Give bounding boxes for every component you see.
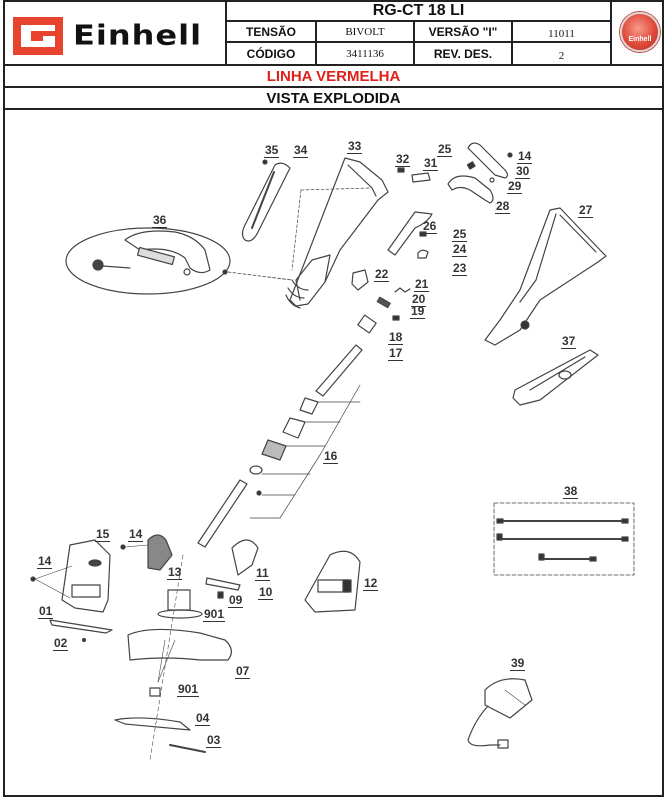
- part-04-blade: [114, 717, 191, 731]
- callout-33: 33: [347, 139, 363, 154]
- callout-25-b: 25: [452, 227, 468, 242]
- callout-15: 15: [95, 527, 111, 542]
- part-22-switch-cover: [351, 269, 369, 291]
- callout-28: 28: [495, 199, 511, 214]
- callout-09: 09: [228, 593, 244, 608]
- callout-11: 11: [255, 566, 270, 581]
- part-10-bracket: [205, 577, 241, 591]
- callout-34: 34: [293, 143, 309, 158]
- view-title: VISTA EXPLODIDA: [3, 86, 664, 110]
- callout-36: 36: [152, 213, 168, 228]
- callout-39: 39: [510, 656, 526, 671]
- codigo-label: CÓDIGO: [227, 43, 317, 64]
- part-02-screw: [81, 637, 87, 643]
- callout-26: 26: [422, 219, 438, 234]
- rev-label: REV. DES.: [415, 43, 513, 64]
- part-25-spring-a: [466, 161, 476, 170]
- rev-value: 2: [558, 50, 565, 62]
- callout-29: 29: [507, 179, 523, 194]
- einhell-logo-icon: [13, 17, 63, 55]
- part-20-connector: [376, 296, 391, 309]
- part-37-battery: [512, 349, 599, 406]
- callout-27: 27: [578, 203, 594, 218]
- part-39-charger: [467, 678, 533, 749]
- part-26-trigger-cover: [387, 211, 433, 256]
- codigo-value: 3411136: [317, 43, 415, 64]
- callout-04: 04: [195, 711, 211, 726]
- callout-14-a: 14: [517, 149, 533, 164]
- callout-35: 35: [264, 143, 280, 158]
- part-25-spring-b: [419, 231, 427, 237]
- callout-18: 18: [388, 330, 404, 345]
- callout-01: 01: [38, 604, 54, 619]
- part-14-screw-a: [507, 152, 513, 158]
- part-901-motor: [157, 589, 203, 619]
- part-34-cover: [241, 159, 291, 242]
- part-901-nut: [149, 687, 161, 697]
- callout-37: 37: [561, 334, 577, 349]
- versao-label: VERSÃO "I": [415, 22, 513, 43]
- callout-22: 22: [374, 267, 390, 282]
- badge-cell: Einhell: [610, 2, 662, 64]
- brand-name: Einhell: [73, 18, 203, 52]
- callout-19: 19: [410, 304, 426, 319]
- part-11-guard-clip: [231, 539, 259, 576]
- part-19-screw: [392, 315, 400, 321]
- callout-14-b: 14: [128, 527, 144, 542]
- callout-03: 03: [206, 733, 222, 748]
- callout-20: 20: [411, 292, 427, 307]
- callout-32: 32: [395, 152, 411, 167]
- part-23-24-switch: [417, 249, 429, 259]
- tensao-value: BIVOLT: [317, 22, 415, 43]
- callout-24: 24: [452, 242, 468, 257]
- callout-25-a: 25: [437, 142, 453, 157]
- part-01-spool-cover: [49, 619, 113, 634]
- part-36-handle-assembly: [65, 227, 293, 295]
- callout-17: 17: [388, 346, 404, 361]
- exploded-view-diagram: 35 34 33 32 31 25 14 30 29 28 27 36 26 2…: [5, 110, 662, 795]
- part-15-motor-cover: [30, 539, 111, 613]
- callout-14-c: 14: [37, 554, 53, 569]
- part-30-handle-cover: [467, 142, 509, 179]
- part-32-screw: [397, 167, 405, 173]
- brand-logo: Einhell: [5, 2, 227, 64]
- callout-901-b: 901: [177, 682, 200, 697]
- callout-31: 31: [423, 156, 439, 171]
- part-09-screw: [217, 591, 224, 599]
- callout-23: 23: [452, 261, 468, 276]
- callout-12: 12: [363, 576, 379, 591]
- callout-21: 21: [414, 277, 430, 292]
- versao-value: 11011: [513, 23, 610, 43]
- callout-38: 38: [563, 484, 579, 499]
- part-31-clip: [411, 172, 431, 183]
- callout-901-a: 901: [203, 607, 226, 622]
- part-07-guard: [127, 628, 232, 683]
- callout-02: 02: [53, 636, 69, 651]
- callout-13: 13: [167, 565, 183, 580]
- badge-text: Einhell: [628, 36, 652, 43]
- callout-16: 16: [323, 449, 339, 464]
- callout-07: 07: [235, 664, 251, 679]
- part-33-motor-housing: [285, 157, 389, 309]
- part-03-cutting-line: [169, 744, 206, 753]
- part-38-cable-set: [493, 502, 635, 576]
- einhell-seal-icon: Einhell: [620, 12, 660, 52]
- part-17-upper-tube: [315, 344, 363, 397]
- tensao-label: TENSÃO: [227, 22, 317, 43]
- part-27-handle-frame: [484, 207, 607, 346]
- callout-30: 30: [515, 164, 531, 179]
- part-12-lower-cover: [304, 550, 361, 613]
- part-18-coupling: [357, 314, 377, 334]
- part-28-handle: [447, 175, 494, 204]
- part-13-motor-mount: [120, 534, 173, 571]
- part-21-spring: [394, 287, 411, 293]
- callout-10: 10: [258, 585, 274, 600]
- part-29-pin: [489, 177, 495, 183]
- part-16-tube-joint-assembly: [197, 384, 361, 548]
- model-title: RG-CT 18 LI: [227, 2, 610, 22]
